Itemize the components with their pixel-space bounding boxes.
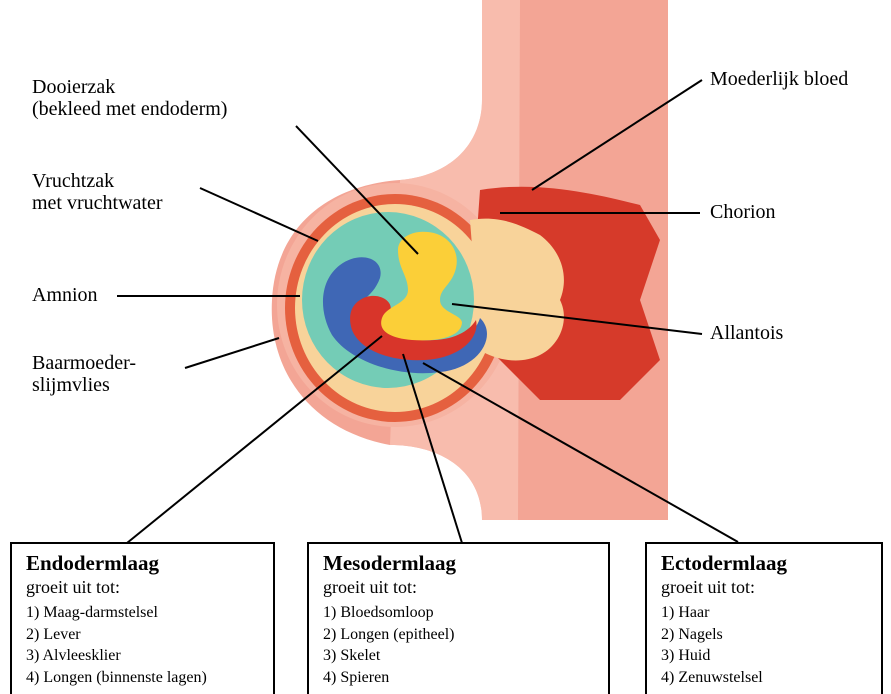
list-item: 1) Maag-darmstelsel [26, 602, 273, 624]
label-moederlijk-bloed-line1: Moederlijk bloed [710, 68, 848, 90]
label-chorion-line1: Chorion [710, 201, 776, 223]
ectoderm-subtitle: groeit uit tot: [661, 576, 881, 598]
label-amnion-line1: Amnion [32, 284, 98, 306]
list-item: 1) Haar [661, 602, 881, 624]
label-vruchtzak-line1: Vruchtzak [32, 170, 163, 192]
line-baarmoeder [185, 338, 279, 368]
endoderm-box: Endodermlaag groeit uit tot: 1) Maag-dar… [10, 542, 275, 694]
ectoderm-list: 1) Haar 2) Nagels 3) Huid 4) Zenuwstelse… [661, 602, 881, 688]
list-item: 2) Lever [26, 624, 273, 646]
mesoderm-title: Mesodermlaag [323, 551, 608, 575]
list-item: 2) Longen (epitheel) [323, 624, 608, 646]
ectoderm-title: Ectodermlaag [661, 551, 881, 575]
line-endoderm [127, 336, 382, 543]
endoderm-subtitle: groeit uit tot: [26, 576, 273, 598]
list-item: 3) Skelet [323, 645, 608, 667]
label-chorion: Chorion [710, 201, 776, 223]
list-item: 4) Spieren [323, 667, 608, 689]
label-baarmoeder-line2: slijmvlies [32, 374, 136, 396]
line-vruchtzak [200, 188, 318, 241]
mesoderm-list: 1) Bloedsomloop 2) Longen (epitheel) 3) … [323, 602, 608, 688]
label-moederlijk-bloed: Moederlijk bloed [710, 68, 848, 90]
ectoderm-box: Ectodermlaag groeit uit tot: 1) Haar 2) … [645, 542, 883, 694]
list-item: 3) Alvleesklier [26, 645, 273, 667]
label-allantois-line1: Allantois [710, 322, 783, 344]
label-vruchtzak: Vruchtzak met vruchtwater [32, 170, 163, 214]
label-dooierzak-line2: (bekleed met endoderm) [32, 98, 227, 120]
list-item: 4) Zenuwstelsel [661, 667, 881, 689]
label-baarmoeder-line1: Baarmoeder- [32, 352, 136, 374]
label-baarmoeder: Baarmoeder- slijmvlies [32, 352, 136, 396]
mesoderm-box: Mesodermlaag groeit uit tot: 1) Bloedsom… [307, 542, 610, 694]
list-item: 4) Longen (binnenste lagen) [26, 667, 273, 689]
mesoderm-subtitle: groeit uit tot: [323, 576, 608, 598]
list-item: 1) Bloedsomloop [323, 602, 608, 624]
endoderm-list: 1) Maag-darmstelsel 2) Lever 3) Alvleesk… [26, 602, 273, 688]
endoderm-title: Endodermlaag [26, 551, 273, 575]
label-dooierzak: Dooierzak (bekleed met endoderm) [32, 76, 227, 120]
list-item: 3) Huid [661, 645, 881, 667]
label-allantois: Allantois [710, 322, 783, 344]
label-dooierzak-line1: Dooierzak [32, 76, 227, 98]
list-item: 2) Nagels [661, 624, 881, 646]
label-vruchtzak-line2: met vruchtwater [32, 192, 163, 214]
label-amnion: Amnion [32, 284, 98, 306]
